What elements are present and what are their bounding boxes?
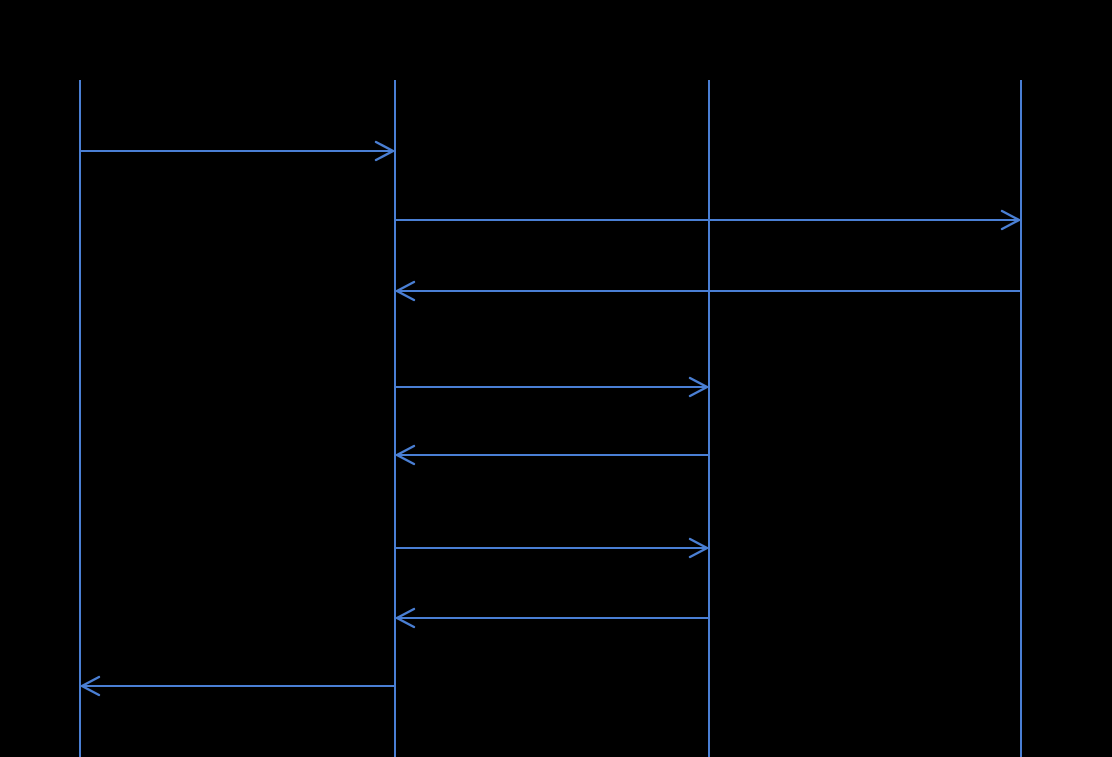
arrow-head-5 [394,444,416,466]
message-2 [395,209,1022,231]
message-1 [80,140,396,162]
lifelines-group [79,80,1022,757]
message-8 [79,675,395,697]
message-3 [394,280,1021,302]
arrow-head-7 [394,607,416,629]
message-4 [395,376,710,398]
message-7 [394,607,709,629]
message-5 [394,444,709,466]
messages-group [79,140,1022,697]
arrow-head-8 [79,675,101,697]
message-6 [395,537,710,559]
arrow-head-3 [394,280,416,302]
arrow-head-6 [688,537,710,559]
arrow-head-4 [688,376,710,398]
arrow-head-1 [374,140,396,162]
arrow-head-2 [1000,209,1022,231]
